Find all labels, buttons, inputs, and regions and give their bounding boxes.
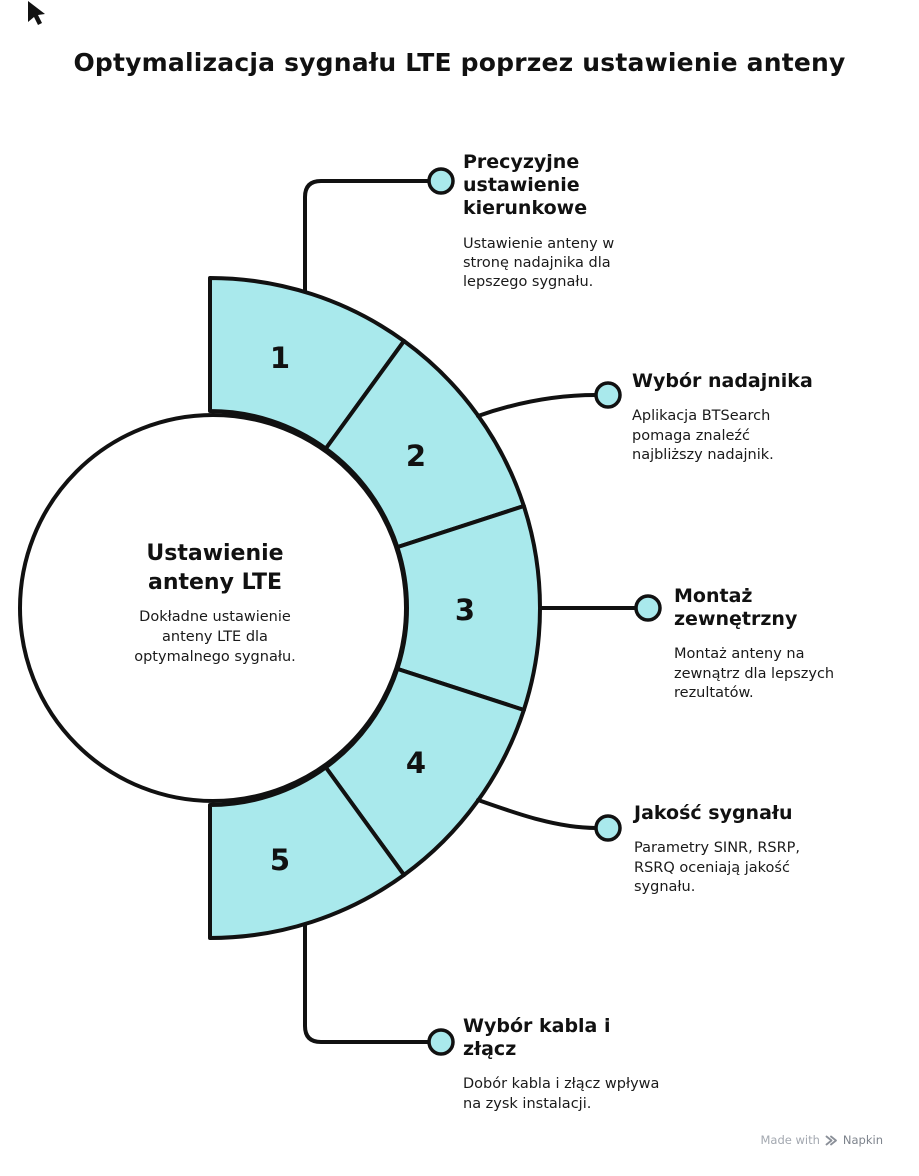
center-circle [18,413,408,803]
segment-number-2: 2 [406,439,426,473]
brand-label: Napkin [842,1133,883,1147]
callout-line-5 [303,923,431,1044]
segment-number-4: 4 [406,746,426,780]
callout-line-2 [476,393,598,418]
step-callout-5: Wybór kabla i złącz Dobór kabla i złącz … [463,1015,677,1114]
step-description-2: Aplikacja BTSearch pomaga znaleźć najbli… [632,408,774,464]
step-title-1: Precyzyjne ustawienie kierunkowe [463,151,588,220]
step-callout-1: Precyzyjne ustawienie kierunkowe Ustawie… [463,151,648,293]
step-title-5: Wybór kabla i złącz [463,1015,611,1061]
segment-number-1: 1 [270,341,290,375]
step-title-2: Wybór nadajnika [632,370,813,392]
step-description-4: Parametry SINR, RSRP, RSRQ oceniają jako… [634,840,801,896]
arc-segment-5 [208,765,406,940]
step-description-3: Montaż anteny na zewnątrz dla lepszych r… [674,646,835,702]
step-callout-2: Wybór nadajnika Aplikacja BTSearch pomag… [632,370,862,465]
cursor-arrow-icon [28,1,45,25]
made-with-label: Made with [760,1133,820,1147]
step-description-1: Ustawienie anteny w stronę nadajnika dla… [463,235,615,291]
callout-line-1 [303,179,431,293]
step-title-3: Montaż zewnętrzny [674,585,798,631]
center-title: Ustawienie anteny LTE [146,541,284,595]
segment-number-3: 3 [455,593,475,627]
callout-dot-5 [427,1028,455,1056]
callout-dot-1 [427,167,455,195]
callout-dot-2 [594,381,622,409]
callout-dot-3 [634,594,662,622]
page-title: Optymalizacja sygnału LTE poprzez ustawi… [73,48,846,77]
step-callout-4: Jakość sygnału Parametry SINR, RSRP, RSR… [634,802,864,897]
step-description-5: Dobór kabla i złącz wpływa na zysk insta… [463,1076,660,1112]
step-callout-3: Montaż zewnętrzny Montaż anteny na zewną… [674,585,859,704]
segment-number-5: 5 [270,843,290,877]
napkin-logo-icon [825,1135,837,1145]
center-label: Ustawienie anteny LTE Dokładne ustawieni… [93,540,337,667]
step-title-4: Jakość sygnału [634,802,793,824]
watermark: Made with Napkin [761,1133,884,1147]
callout-line-4 [476,798,598,830]
center-description: Dokładne ustawienie anteny LTE dla optym… [134,609,296,665]
callout-dot-4 [594,814,622,842]
